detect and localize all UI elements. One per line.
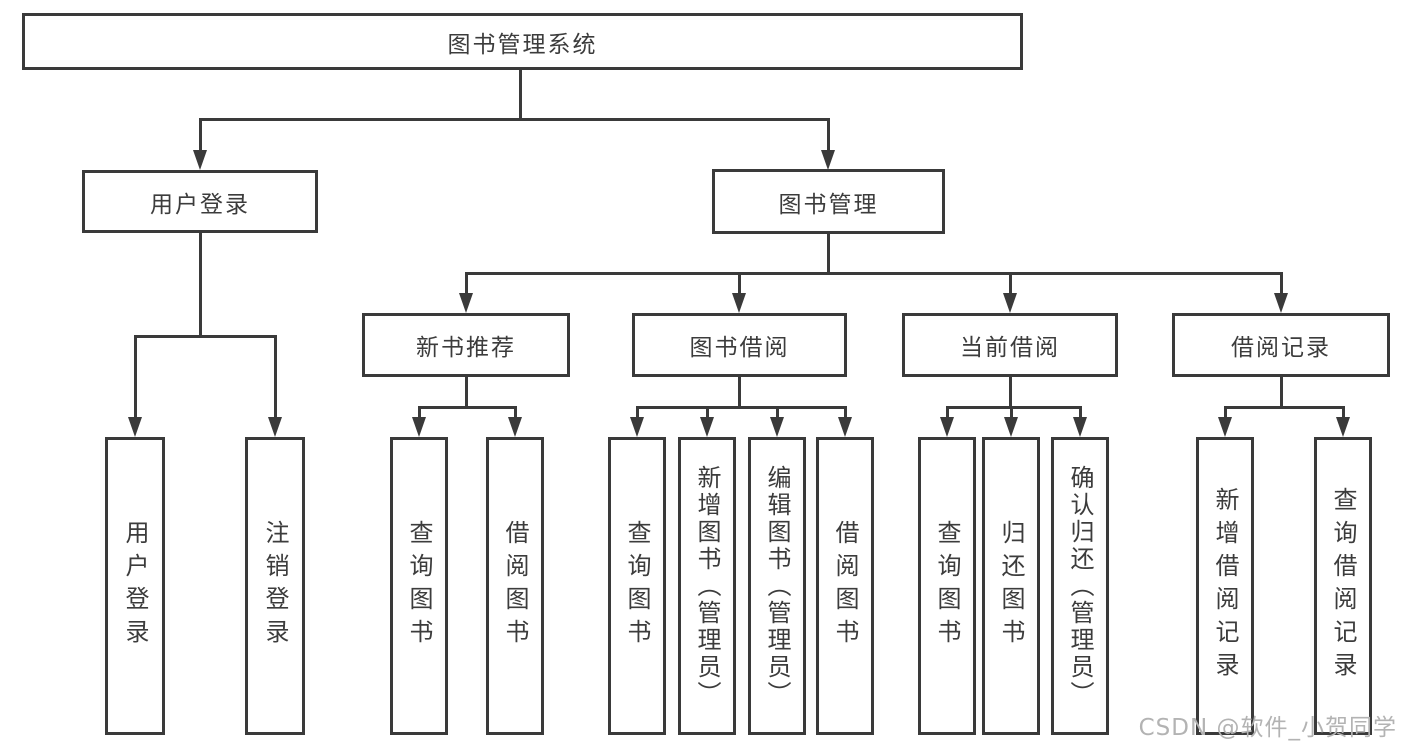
node-current-borrowing: 当前借阅: [902, 313, 1118, 377]
connector-leaf: [844, 406, 847, 417]
arrow-down-icon: [508, 417, 522, 437]
leaf-query-books-current: 查询图书: [918, 437, 976, 735]
connector-to-leaf-user-login: [134, 335, 137, 417]
connector-records-stem: [1280, 377, 1283, 406]
connector-leaf: [418, 406, 421, 417]
connector-borrowing-stem: [738, 377, 741, 406]
connector-bookmgmt-stem: [827, 234, 830, 272]
leaf-user-login: 用户登录: [105, 437, 165, 735]
connector-current-hline: [946, 406, 1082, 409]
leaf-query-borrow-record: 查询借阅记录: [1314, 437, 1372, 735]
leaf-add-borrow-record: 新增借阅记录: [1196, 437, 1254, 735]
node-borrowing-records: 借阅记录: [1172, 313, 1390, 377]
arrow-down-icon: [770, 417, 784, 437]
connector-bookmgmt-hline: [465, 272, 1282, 275]
leaf-return-books: 归还图书: [982, 437, 1040, 735]
connector-userlogin-hline: [134, 335, 277, 338]
connector-to-borrowing-records: [1280, 272, 1283, 293]
connector-newbook-stem: [465, 377, 468, 406]
connector-to-user-login: [199, 118, 202, 150]
arrow-down-icon: [1274, 293, 1288, 313]
node-user-login: 用户登录: [82, 170, 318, 233]
connector-leaf: [1224, 406, 1227, 417]
arrow-down-icon: [268, 417, 282, 437]
arrow-down-icon: [1336, 417, 1350, 437]
leaf-edit-books-admin: 编辑图书（管理员）: [748, 437, 806, 735]
connector-leaf: [636, 406, 639, 417]
connector-borrowing-hline: [636, 406, 847, 409]
arrow-down-icon: [193, 150, 207, 170]
connector-to-new-book: [465, 272, 468, 293]
connector-leaf: [514, 406, 517, 417]
arrow-down-icon: [128, 417, 142, 437]
arrow-down-icon: [412, 417, 426, 437]
arrow-down-icon: [1218, 417, 1232, 437]
arrow-down-icon: [459, 293, 473, 313]
csdn-watermark: CSDN @软件_小贺同学: [1138, 715, 1397, 741]
node-new-book-recommendation: 新书推荐: [362, 313, 570, 377]
connector-leaf: [946, 406, 949, 417]
arrow-down-icon: [630, 417, 644, 437]
connector-root-hline: [199, 118, 830, 121]
connector-to-book-borrowing: [738, 272, 741, 293]
arrow-down-icon: [700, 417, 714, 437]
leaf-add-books-admin: 新增图书（管理员）: [678, 437, 736, 735]
leaf-query-books-recommend: 查询图书: [390, 437, 448, 735]
connector-to-leaf-logout: [274, 335, 277, 417]
connector-leaf: [1010, 406, 1013, 417]
leaf-query-books-borrowing: 查询图书: [608, 437, 666, 735]
arrow-down-icon: [1073, 417, 1087, 437]
connector-userlogin-stem: [199, 233, 202, 335]
arrow-down-icon: [838, 417, 852, 437]
leaf-borrow-books-borrowing: 借阅图书: [816, 437, 874, 735]
leaf-logout: 注销登录: [245, 437, 305, 735]
arrow-down-icon: [1003, 293, 1017, 313]
connector-leaf: [706, 406, 709, 417]
connector-records-hline: [1224, 406, 1345, 409]
connector-to-book-management: [827, 118, 830, 150]
connector-leaf: [776, 406, 779, 417]
node-book-management: 图书管理: [712, 169, 945, 234]
arrow-down-icon: [1004, 417, 1018, 437]
connector-to-current-borrowing: [1009, 272, 1012, 293]
leaf-borrow-books-recommend: 借阅图书: [486, 437, 544, 735]
leaf-confirm-return-admin: 确认归还（管理员）: [1051, 437, 1109, 735]
connector-root-stem: [519, 70, 522, 118]
node-book-borrowing: 图书借阅: [632, 313, 847, 377]
node-root-system: 图书管理系统: [22, 13, 1023, 70]
connector-newbook-hline: [418, 406, 517, 409]
connector-current-stem: [1009, 377, 1012, 406]
arrow-down-icon: [940, 417, 954, 437]
connector-leaf: [1079, 406, 1082, 417]
connector-leaf: [1342, 406, 1345, 417]
arrow-down-icon: [732, 293, 746, 313]
arrow-down-icon: [821, 150, 835, 170]
